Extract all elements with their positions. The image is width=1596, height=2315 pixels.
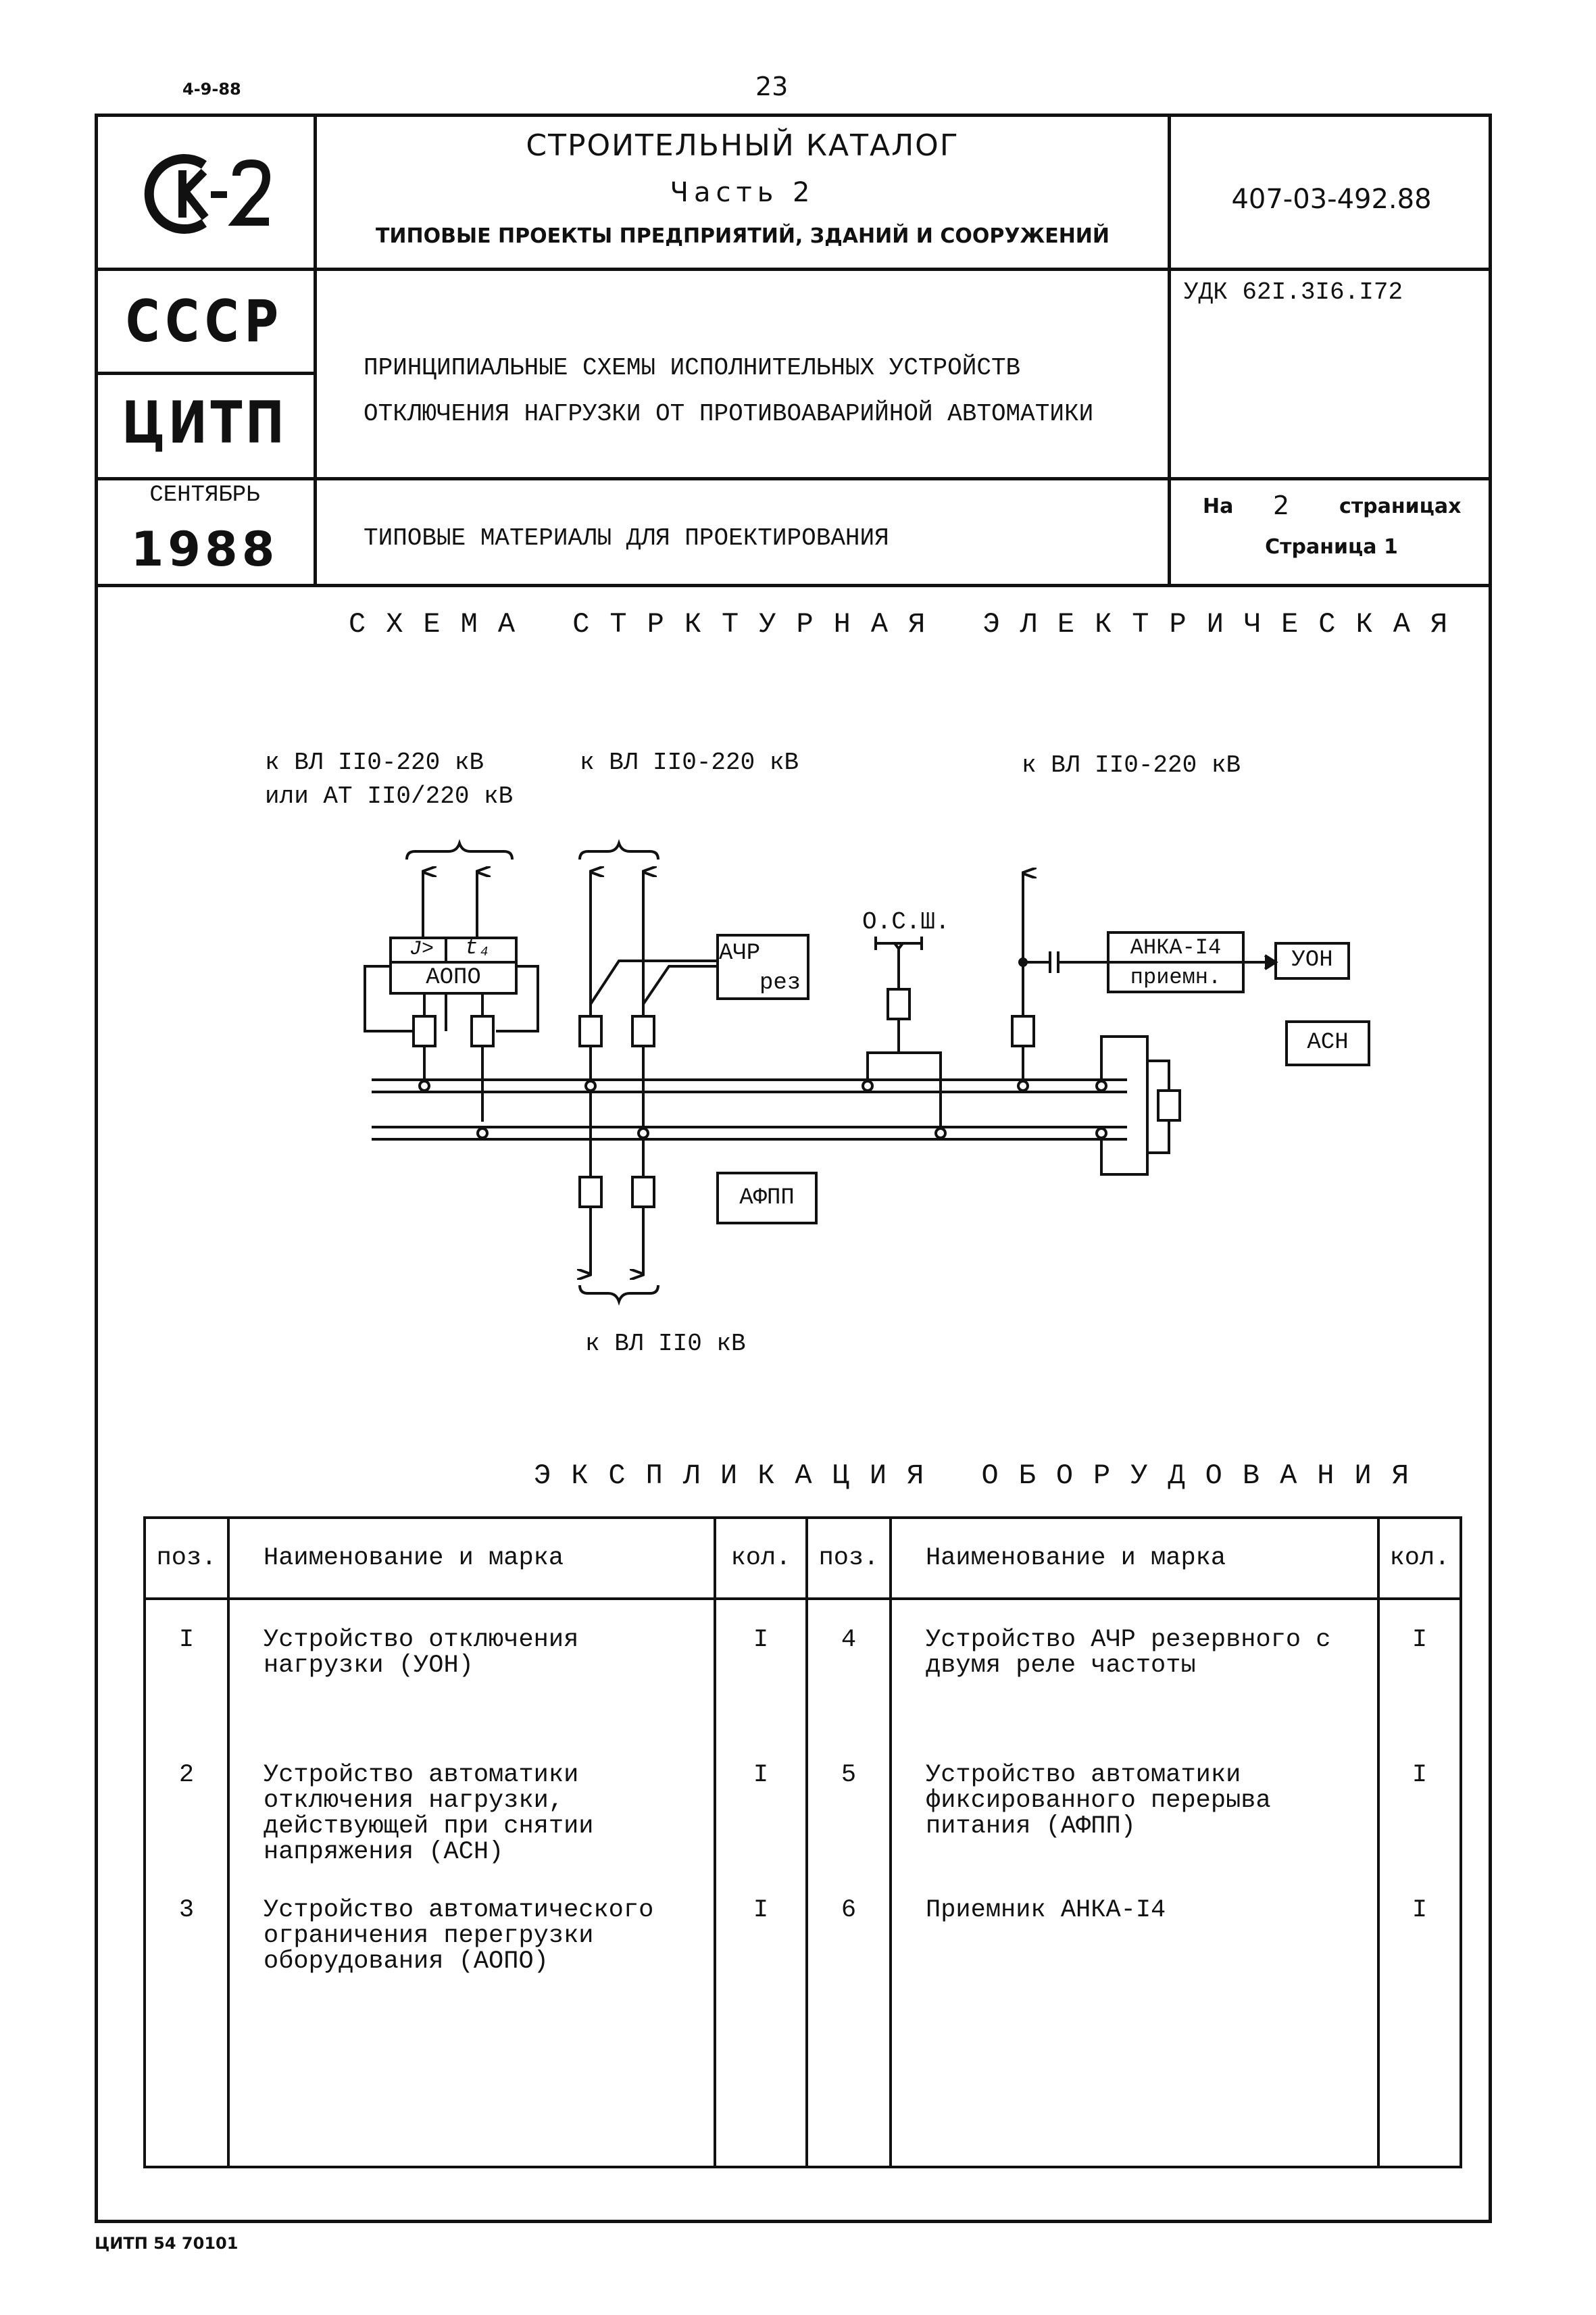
row2-name-right: Устройство автоматики фиксированного пер… (889, 1735, 1380, 1870)
page-frame (95, 114, 1492, 2223)
table-row: 2 Устройство автоматики отключения нагру… (143, 1735, 1462, 1870)
catalog-title: СТРОИТЕЛЬНЫЙ КАТАЛОГ (526, 128, 959, 163)
anka-label-line2: приемн. (1130, 965, 1222, 990)
pages-prefix: На (1203, 495, 1234, 518)
label-vl1-line2: или АТ II0/220 кВ (265, 782, 514, 810)
row3-name-right: Приемник АНКА-I4 (889, 1870, 1380, 2168)
udk-code: УДК 62I.3I6.I72 (1184, 278, 1403, 306)
row1-name-left: Устройство отключения нагрузки (УОН) (227, 1599, 716, 1735)
doc-title-line2: ОТКЛЮЧЕНИЯ НАГРУЗКИ ОТ ПРОТИВОАВАРИЙНОЙ … (364, 400, 1094, 428)
aopo-label: АОПО (426, 965, 481, 991)
footer-code: ЦИТП 54 70101 (95, 2234, 239, 2253)
col-pos-left: поз. (143, 1516, 230, 1600)
label-vl-bottom: к ВЛ II0 кВ (585, 1330, 746, 1358)
pages-count: 2 (1273, 491, 1290, 520)
label-vl2: к ВЛ II0-220 кВ (580, 749, 799, 776)
achr-label-line1: АЧР (719, 941, 761, 966)
row1-name-right: Устройство АЧР резервного с двумя реле ч… (889, 1599, 1380, 1735)
table-row: 3 Устройство автоматического ограничения… (143, 1870, 1462, 2168)
page-number: 23 (755, 72, 789, 101)
col-name-left: Наименование и марка (227, 1516, 716, 1600)
diagram-title: СХЕМА СТРКТУРНАЯ ЭЛЕКТРИЧЕСКАЯ (349, 608, 1468, 641)
row3-qty-left: I (714, 1870, 808, 2168)
col-name-right: Наименование и марка (889, 1516, 1380, 1600)
materials-label: ТИПОВЫЕ МАТЕРИАЛЫ ДЛЯ ПРОЕКТИРОВАНИЯ (364, 524, 889, 552)
doc-title-line1: ПРИНЦИПИАЛЬНЫЕ СХЕМЫ ИСПОЛНИТЕЛЬНЫХ УСТР… (364, 354, 1021, 382)
row1-qty-left: I (714, 1599, 808, 1735)
table-header-row: поз. Наименование и марка кол. поз. Наим… (143, 1516, 1462, 1600)
header-divider-right (1168, 114, 1171, 587)
header-divider-left (314, 114, 317, 587)
col-qty-left: кол. (714, 1516, 808, 1600)
osh-label: О.С.Ш. (862, 908, 950, 936)
header-row2-bottom (95, 477, 1492, 480)
row2-pos-right: 5 (805, 1735, 892, 1870)
row1-pos-right: 4 (805, 1599, 892, 1735)
catalog-logo (135, 150, 297, 238)
table-row: I Устройство отключения нагрузки (УОН) I… (143, 1599, 1462, 1735)
uon-label: УОН (1291, 947, 1333, 973)
equipment-table: поз. Наименование и марка кол. поз. Наим… (143, 1516, 1462, 2168)
country-label: СССР (126, 288, 284, 355)
catalog-part: Часть 2 (670, 177, 816, 208)
month-label: СЕНТЯБРЬ (149, 482, 260, 508)
label-vl3: к ВЛ II0-220 кВ (1022, 751, 1241, 779)
anka-label-line1: АНКА-I4 (1130, 935, 1222, 960)
row3-pos-right: 6 (805, 1870, 892, 2168)
row3-pos-left: 3 (143, 1870, 230, 2168)
top-left-code: 4-9-88 (182, 80, 241, 99)
row3-name-left: Устройство автоматического ограничения п… (227, 1870, 716, 2168)
doc-number: 407-03-492.88 (1231, 184, 1432, 215)
asn-label: АСН (1307, 1030, 1349, 1055)
row2-qty-left: I (714, 1735, 808, 1870)
label-vl1-line1: к ВЛ II0-220 кВ (265, 749, 484, 776)
col-qty-right: кол. (1377, 1516, 1462, 1600)
equipment-title: ЭКСПЛИКАЦИЯ ОБОРУДОВАНИЯ (534, 1460, 1429, 1492)
col-pos-right: поз. (805, 1516, 892, 1600)
page-label: Страница 1 (1265, 535, 1398, 559)
row2-name-left: Устройство автоматики отключения нагрузк… (227, 1735, 716, 1870)
row3-qty-right: I (1377, 1870, 1462, 2168)
pages-suffix: страницах (1339, 495, 1462, 518)
header-row3-bottom (95, 584, 1492, 587)
org-label: ЦИТП (122, 389, 288, 457)
afpp-label: АФПП (739, 1185, 795, 1211)
achr-label-line2: рез (759, 970, 801, 996)
header-row1-bottom (95, 268, 1492, 271)
year-label: 1988 (130, 522, 279, 577)
row2-pos-left: 2 (143, 1735, 230, 1870)
logo-c-icon (144, 154, 271, 234)
header-country-divider (95, 372, 315, 375)
catalog-subtitle: ТИПОВЫЕ ПРОЕКТЫ ПРЕДПРИЯТИЙ, ЗДАНИЙ И СО… (375, 224, 1110, 248)
row2-qty-right: I (1377, 1735, 1462, 1870)
row1-pos-left: I (143, 1599, 230, 1735)
relay-time-label: t₄ (465, 935, 491, 960)
relay-current-label: Ј> (409, 938, 434, 961)
row1-qty-right: I (1377, 1599, 1462, 1735)
